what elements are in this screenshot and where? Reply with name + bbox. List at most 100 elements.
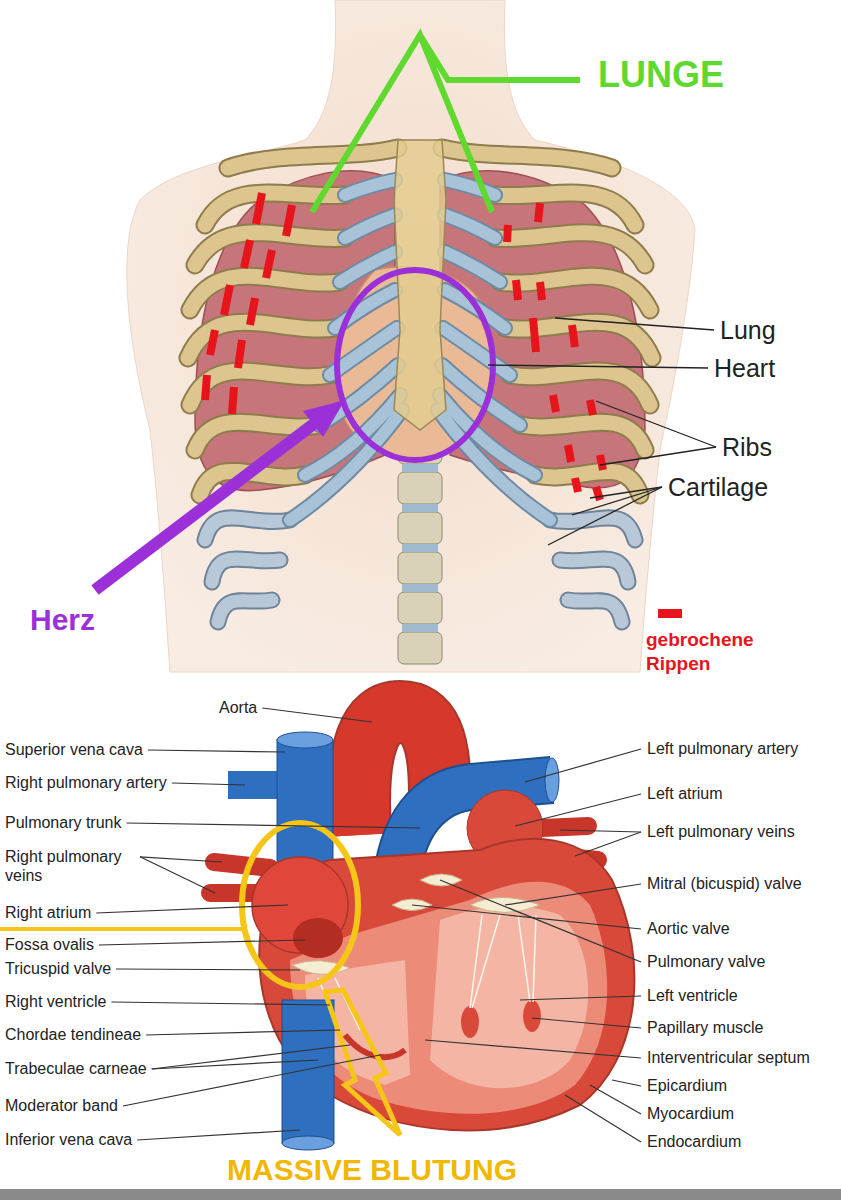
left-ventricle-cavity — [430, 906, 588, 1088]
leader-line — [172, 783, 245, 785]
part-label: Left atrium — [647, 784, 723, 803]
valve — [392, 899, 432, 911]
vertebra — [398, 512, 442, 544]
legend-item: gebrochene Rippen — [646, 609, 796, 676]
legend-swatch — [658, 609, 682, 618]
leader-line — [146, 1030, 340, 1035]
vertebra — [398, 552, 442, 584]
leader-line — [612, 1080, 641, 1086]
part-label: Interventricular septum — [647, 1048, 810, 1067]
leader-lines — [96, 708, 641, 1142]
leader-line — [127, 823, 421, 828]
fossa-ovalis — [293, 918, 343, 958]
vessel-opening — [545, 758, 559, 802]
leader-line — [148, 750, 285, 752]
part-label: Endocardium — [647, 1132, 741, 1151]
leader-line — [600, 447, 716, 465]
leader-line — [575, 832, 641, 856]
disc — [402, 544, 438, 552]
part-label: Right atrium — [5, 903, 91, 922]
bottom-bar — [0, 1189, 841, 1200]
vessel-opening — [282, 1136, 334, 1150]
part-label: Inferior vena cava — [5, 1130, 132, 1149]
vessel-opening — [277, 732, 333, 748]
leader-line — [488, 365, 708, 368]
annotation-label: LUNGE — [598, 53, 724, 96]
part-label: Left ventricle — [647, 986, 738, 1005]
part-label: Pulmonary trunk — [5, 813, 122, 832]
part-label: Tricuspid valve — [5, 959, 111, 978]
leader-line — [505, 884, 641, 905]
part-label: Mitral (bicuspid) valve — [647, 874, 802, 893]
part-label: Cartilage — [668, 472, 768, 502]
annotation-label: Herz — [30, 602, 95, 638]
highlight-ellipse — [337, 270, 493, 460]
leader-line — [137, 1130, 300, 1140]
leader-line — [565, 1095, 641, 1142]
marker-line — [0, 927, 244, 931]
leader-line — [425, 1040, 641, 1058]
disc — [402, 584, 438, 592]
part-label: Pulmonary valve — [647, 952, 765, 971]
part-label: Papillary muscle — [647, 1018, 763, 1037]
disc — [402, 504, 438, 512]
leader-line — [440, 880, 641, 962]
leader-line — [555, 318, 714, 330]
part-label: Superior vena cava — [5, 740, 143, 759]
leader-line — [123, 1055, 380, 1106]
leader-line — [590, 1085, 641, 1114]
part-label: Fossa ovalis — [5, 935, 94, 954]
leader-line — [262, 708, 372, 722]
leader-line — [99, 940, 305, 945]
part-label: Right pulmonary veins — [5, 847, 135, 885]
part-label: Heart — [714, 353, 775, 383]
leader-lines — [488, 318, 716, 545]
papillary-muscle — [523, 1000, 541, 1032]
legend-label: gebrochene Rippen — [646, 628, 796, 676]
vertebra — [398, 472, 442, 504]
disc — [402, 624, 438, 632]
leader-line — [548, 487, 662, 545]
leader-line — [152, 1060, 318, 1069]
inferior-vena-cava — [282, 1000, 334, 1143]
part-label: Trabeculae carneae — [5, 1059, 147, 1078]
part-label: Left pulmonary veins — [647, 822, 795, 841]
part-label: Epicardium — [647, 1076, 727, 1095]
leader-line — [140, 857, 222, 862]
part-label: Lung — [720, 315, 776, 345]
vertebra — [398, 592, 442, 624]
part-label: Myocardium — [647, 1104, 734, 1123]
part-label: Ribs — [722, 432, 772, 462]
leader-line — [111, 1002, 330, 1005]
leader-line — [572, 487, 662, 515]
leader-line — [532, 1018, 641, 1028]
highlight-ellipse — [242, 823, 358, 987]
leader-line — [412, 905, 641, 929]
leader-line — [96, 905, 288, 913]
leader-line — [596, 401, 716, 447]
part-label: Aortic valve — [647, 919, 730, 938]
pointer-lines — [312, 35, 580, 212]
part-label: Moderator band — [5, 1096, 118, 1115]
pointer-arrow — [95, 423, 315, 590]
torso-skin — [127, 0, 695, 672]
warning-label: MASSIVE BLUTUNG — [227, 1152, 517, 1188]
leader-line — [116, 969, 300, 970]
papillary-muscle — [461, 1006, 479, 1038]
part-label: Left pulmonary artery — [647, 739, 798, 758]
arrow-head — [303, 400, 345, 437]
leader-line — [152, 1045, 350, 1069]
leader-line — [140, 857, 215, 893]
part-label: Chordae tendineae — [5, 1025, 141, 1044]
part-label: Right ventricle — [5, 992, 106, 1011]
leader-line — [520, 996, 641, 1000]
bleeding-bolt — [325, 990, 400, 1135]
leader-line — [525, 749, 641, 782]
chordae — [318, 915, 536, 1030]
spine — [398, 432, 442, 664]
vertebra — [398, 632, 442, 664]
disc — [402, 464, 438, 472]
leader-line — [560, 830, 641, 832]
superior-vena-cava — [277, 740, 333, 870]
